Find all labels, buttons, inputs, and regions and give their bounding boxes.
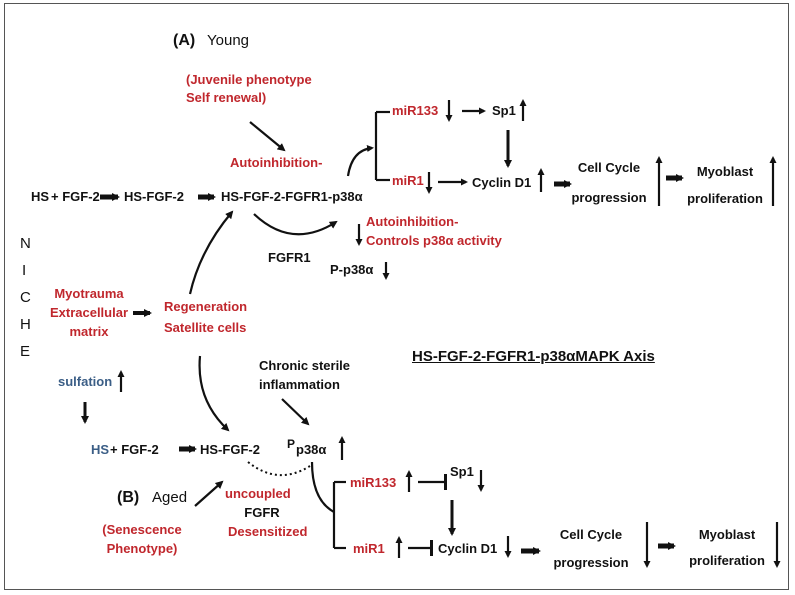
regeneration-line1: Regeneration bbox=[164, 299, 248, 314]
mir133-label-b: miR133 bbox=[350, 475, 397, 490]
arrow-regeneration-up-to-complex bbox=[188, 210, 234, 295]
cyclin-label-a: Cyclin D1 bbox=[472, 175, 532, 190]
figure-frame bbox=[4, 3, 789, 590]
fgfr-label-b: FGFR bbox=[244, 505, 280, 520]
fgf2-label-a: + FGF-2 bbox=[51, 189, 100, 204]
arrow-regeneration-down-to-hsfgf2-b bbox=[198, 355, 230, 432]
mir133-label-a: miR133 bbox=[392, 103, 439, 118]
myoblast-b-line2: proliferation bbox=[689, 553, 765, 568]
arrow-juvenile-to-autoinhibition bbox=[249, 121, 286, 152]
cell-cycle-a-line2: progression bbox=[571, 190, 647, 205]
myoblast-a-line1: Myoblast bbox=[696, 164, 754, 179]
regeneration-line2: Satellite cells bbox=[164, 320, 247, 335]
panel-b-age: Aged bbox=[152, 489, 188, 506]
cyclin-label-b: Cyclin D1 bbox=[438, 541, 498, 556]
arrow-complex-to-branch bbox=[346, 145, 374, 177]
niche-letter-h: H bbox=[20, 316, 31, 333]
arrow-pp38-to-branch bbox=[310, 461, 335, 513]
senescence-line2: Phenotype) bbox=[106, 541, 178, 556]
p38-label-b: p38α bbox=[296, 442, 327, 457]
cell-cycle-b-line1: Cell Cycle bbox=[559, 527, 623, 542]
dotted-uncoupled-link bbox=[247, 461, 311, 477]
myoblast-a-line2: proliferation bbox=[687, 191, 763, 206]
arrow-fgfr1-loop bbox=[253, 213, 338, 236]
chronic-line2: inflammation bbox=[259, 377, 340, 392]
p-p38-label: P-p38α bbox=[330, 262, 374, 277]
niche-letter-n: N bbox=[20, 235, 31, 252]
arrow-aged-to-uncoupled bbox=[194, 480, 224, 507]
myoblast-b-line1: Myoblast bbox=[698, 527, 756, 542]
fgf2-label-b: + FGF-2 bbox=[110, 442, 159, 457]
hs-label-a: HS bbox=[31, 189, 50, 204]
chronic-line1: Chronic sterile bbox=[259, 358, 351, 373]
hs-fgf2-label-b: HS-FGF-2 bbox=[200, 442, 260, 457]
senescence-line1: (Senescence bbox=[102, 522, 182, 537]
myotrauma-line1: Myotrauma bbox=[54, 286, 124, 301]
fgfr1-label: FGFR1 bbox=[268, 250, 311, 265]
arrow-chronic-to-pp38 bbox=[281, 398, 310, 426]
niche-letter-c: C bbox=[20, 289, 31, 306]
hs-fgf2-label-a: HS-FGF-2 bbox=[124, 189, 184, 204]
niche-letter-i: I bbox=[22, 262, 27, 279]
cell-cycle-a-line1: Cell Cycle bbox=[577, 160, 641, 175]
uncoupled-label: uncoupled bbox=[225, 486, 291, 501]
self-renewal: Self renewal) bbox=[186, 90, 267, 105]
hs-label-b: HS bbox=[91, 442, 110, 457]
p-prefix-label: P bbox=[287, 437, 296, 451]
controls-p38-activity: Controls p38α activity bbox=[366, 233, 502, 248]
panel-b-letter: (B) bbox=[117, 489, 140, 506]
panel-a-age: Young bbox=[207, 32, 249, 49]
mir1-label-a: miR1 bbox=[392, 173, 424, 188]
niche-letter-e: E bbox=[20, 343, 31, 360]
autoinhibition-a: Autoinhibition- bbox=[230, 155, 323, 170]
cell-cycle-b-line2: progression bbox=[553, 555, 629, 570]
autoinhibition-b-line1: Autoinhibition- bbox=[366, 214, 459, 229]
sp1-label-b: Sp1 bbox=[450, 464, 474, 479]
panel-a-letter: (A) bbox=[173, 32, 196, 49]
juvenile-phenotype: (Juvenile phenotype bbox=[186, 72, 312, 87]
sulfation-label: sulfation bbox=[58, 374, 113, 389]
myotrauma-line3: matrix bbox=[69, 324, 109, 339]
mir1-label-b: miR1 bbox=[353, 541, 385, 556]
desensitized-label: Desensitized bbox=[228, 524, 308, 539]
sp1-label-a: Sp1 bbox=[492, 103, 516, 118]
complex-label: HS-FGF-2-FGFR1-p38α bbox=[221, 189, 363, 204]
myotrauma-line2: Extracellular bbox=[49, 305, 129, 320]
axis-title: HS-FGF-2-FGFR1-p38αMAPK Axis bbox=[412, 348, 655, 365]
